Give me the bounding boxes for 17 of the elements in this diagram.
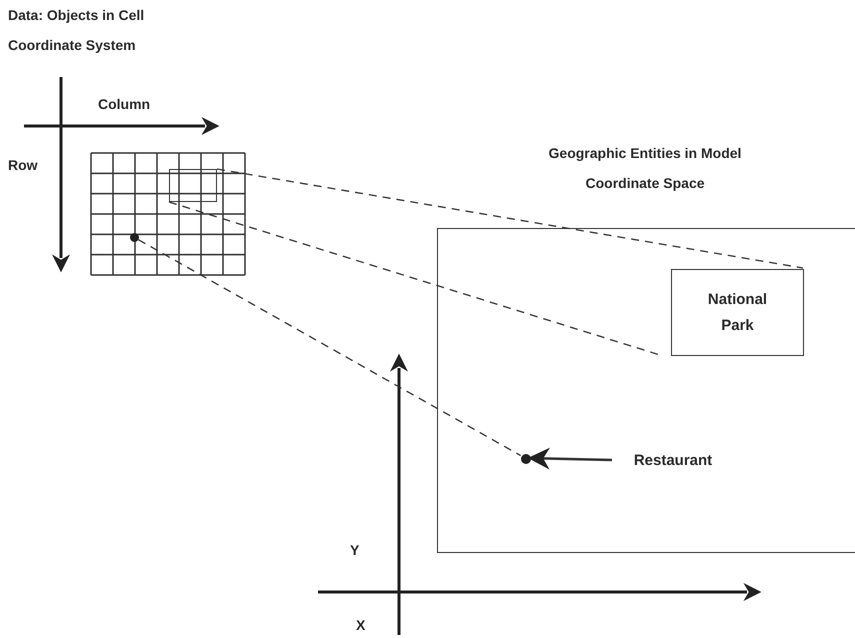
text-label: Geographic Entities in Model Coordinate Space [548, 144, 742, 193]
arrow [528, 448, 612, 470]
selection-rectangle [437, 228, 855, 553]
feature-label: Restaurant [623, 447, 723, 475]
dashed-projection-line [138, 239, 521, 456]
text-label: Data: Objects in Cell Coordinate System [8, 6, 146, 55]
cell-grid-drawing [90, 152, 246, 276]
dashed-projection-line [168, 201, 660, 356]
selection-rectangle [169, 169, 217, 202]
point-dot [130, 233, 139, 242]
text-label: Column [98, 95, 152, 114]
text-label: Y [350, 541, 360, 560]
text-label: X [356, 616, 366, 635]
point-dot [521, 454, 531, 464]
feature-box: National Park [671, 269, 804, 356]
text-label: Row [8, 156, 39, 175]
dashed-projection-line [216, 168, 804, 269]
